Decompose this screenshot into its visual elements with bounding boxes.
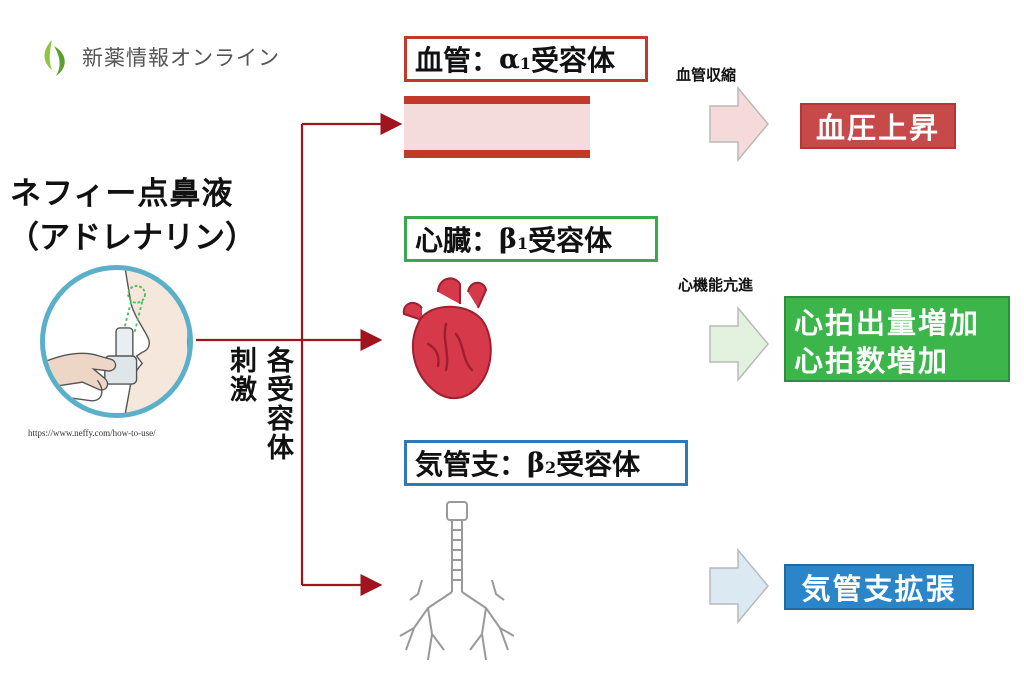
result-text-line-2: 心拍数増加: [794, 344, 950, 378]
product-subtitle: （アドレナリン）: [8, 220, 256, 256]
leaf-logo-icon: [44, 40, 65, 76]
block-arrow-icon: [709, 306, 769, 382]
blood-vessel-illustration: [404, 96, 590, 158]
organ-label: 血管：: [415, 44, 500, 77]
heart-illustration: [402, 277, 492, 400]
nasal-spray-illustration: [40, 265, 193, 418]
logo-text: 新薬情報オンライン: [82, 46, 280, 70]
receptor-suffix: 受容体: [556, 448, 641, 481]
stimulus-label: 刺激: [225, 346, 256, 404]
receptor-symbol: β: [499, 223, 517, 255]
block-arrow-icon: [709, 86, 769, 162]
effect-label-vasoconstriction: 血管収縮: [676, 66, 737, 84]
effect-label-cardiac: 心機能亢進: [678, 276, 754, 294]
receptor-subscript: 1: [516, 233, 529, 253]
receptor-subscript: 1: [519, 53, 531, 73]
receptor-symbol: α: [499, 43, 520, 75]
result-text-line-1: 心拍出量増加: [794, 306, 981, 340]
receptor-suffix: 受容体: [530, 44, 615, 77]
receptor-symbol: β: [527, 447, 545, 479]
lungs-illustration: [399, 501, 515, 661]
product-name: ネフィー点鼻液: [10, 176, 234, 212]
brand-logo: 新薬情報オンライン: [38, 36, 280, 78]
result-blood-pressure-rise: 血圧上昇: [800, 103, 956, 149]
result-text: 気管支拡張: [801, 572, 957, 606]
receptors-label: 各受容体: [262, 346, 293, 462]
block-arrow-icon: [709, 548, 769, 624]
organ-label: 心臓：: [415, 224, 500, 257]
result-text: 血圧上昇: [815, 111, 940, 145]
organ-label: 気管支：: [415, 448, 528, 481]
source-url: https://www.neffy.com/how-to-use/: [28, 428, 156, 438]
receptor-subscript: 2: [544, 457, 557, 477]
result-cardiac: 心拍出量増加 心拍数増加: [784, 296, 1010, 382]
result-bronchodilation: 気管支拡張: [784, 564, 974, 610]
receptor-suffix: 受容体: [528, 224, 613, 257]
